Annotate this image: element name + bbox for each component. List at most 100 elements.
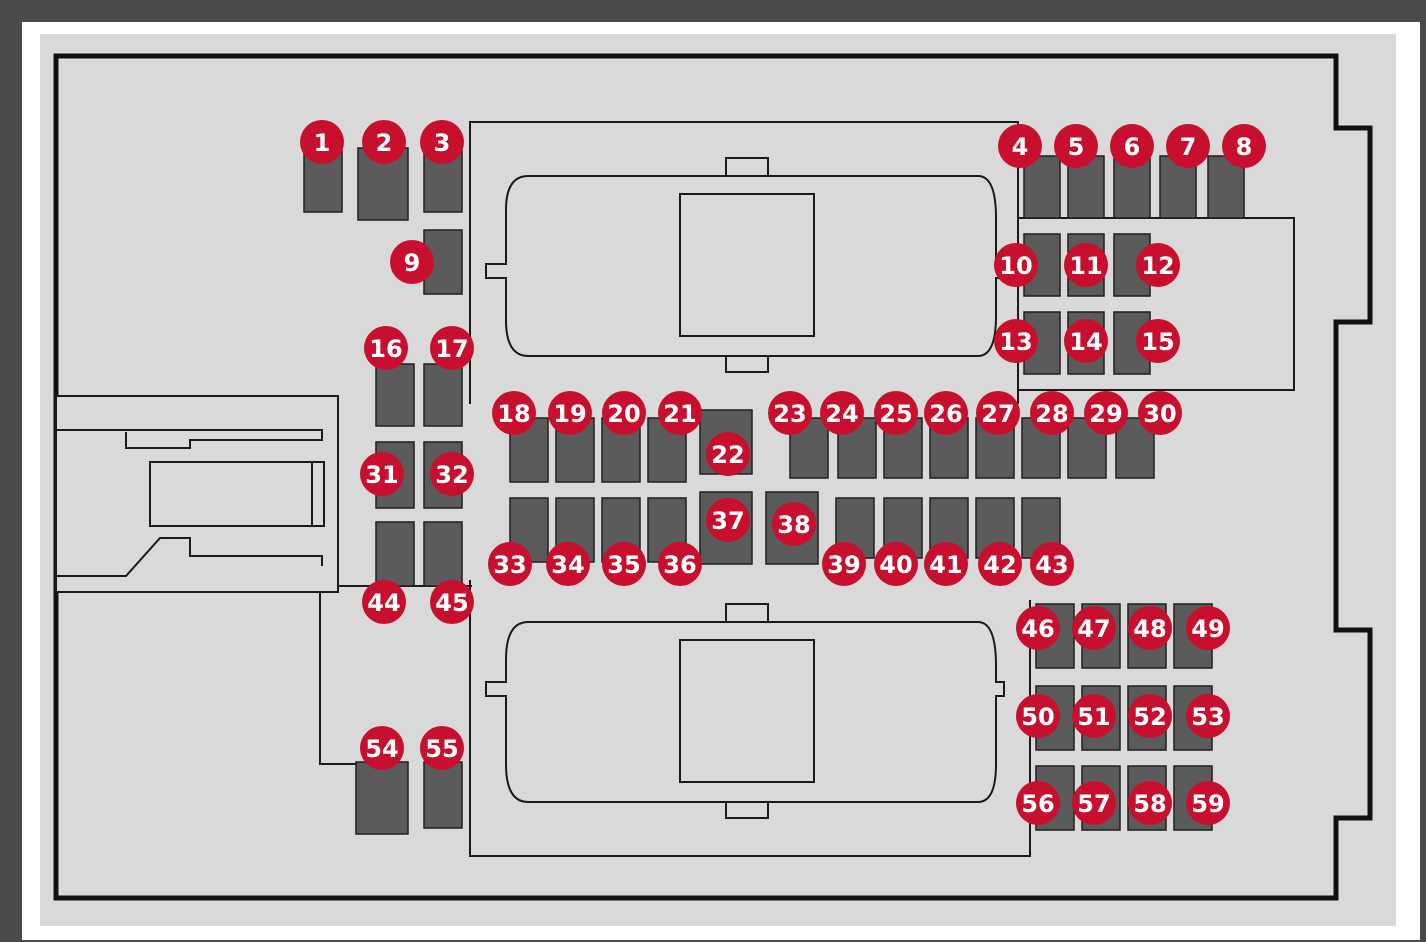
fuse-label-20: 20 [602,391,646,435]
fuse-label-25: 25 [874,391,918,435]
fuse-label-49: 49 [1186,606,1230,650]
fuse-label-19: 19 [548,391,592,435]
fuse-label-11: 11 [1064,243,1108,287]
fuse-4 [1023,155,1061,219]
fuse-label-28: 28 [1030,391,1074,435]
fuse-number: 47 [1077,615,1110,643]
fuse-number: 16 [369,335,402,363]
fuse-label-50: 50 [1016,694,1060,738]
fuse-44 [375,521,415,587]
fuse-number: 36 [663,551,696,579]
fuse-number: 1 [314,129,331,157]
fuse-label-circle [820,391,864,435]
fuse-label-circle [976,391,1020,435]
fuse-number: 35 [607,551,640,579]
fuse-label-14: 14 [1064,319,1108,363]
upper-relay-block [469,121,1019,404]
fuse-label-30: 30 [1138,391,1182,435]
fuse-16 [375,363,415,427]
fuse-number: 53 [1191,703,1224,731]
fuse-number: 18 [497,400,530,428]
fuse-label-circle [1138,391,1182,435]
left-connector [55,395,472,765]
fuse-label-37: 37 [706,498,750,542]
fuse-number: 2 [376,129,393,157]
fuse-label-circle [658,542,702,586]
fuse-label-circle [1186,606,1230,650]
fuse-number: 58 [1133,790,1166,818]
fuse-label-8: 8 [1222,124,1266,168]
fuse-label-circle [362,580,406,624]
fuse-label-6: 6 [1110,124,1154,168]
fuse-number: 40 [879,551,912,579]
fuse-number: 57 [1077,790,1110,818]
fuse-label-18: 18 [492,391,536,435]
fuse-label-41: 41 [924,542,968,586]
fuse-number: 22 [711,441,744,469]
fuse-17 [423,363,463,427]
fuse-number: 6 [1124,133,1141,161]
fuse-label-circle [658,391,702,435]
fuse-number: 20 [607,400,640,428]
fuse-label-circle [1016,694,1060,738]
fuse-number: 33 [493,551,526,579]
fuse-number: 19 [553,400,586,428]
fuse-label-36: 36 [658,542,702,586]
fuse-label-35: 35 [602,542,646,586]
fuse-label-16: 16 [364,326,408,370]
fuse-number: 28 [1035,400,1068,428]
fuse-number: 52 [1133,703,1166,731]
fuse-number: 23 [773,400,806,428]
fuse-number: 12 [1141,252,1174,280]
fuse-label-circle [1072,606,1116,650]
fuse-number: 15 [1141,328,1174,356]
fuse-label-circle [420,726,464,770]
fuse-label-circle [1064,319,1108,363]
fuse-7 [1159,155,1197,219]
fuse-label-3: 3 [420,120,464,164]
fuse-label-circle [924,391,968,435]
fuse-label-circle [706,498,750,542]
fuse-number: 7 [1180,133,1197,161]
fuse-label-31: 31 [360,452,404,496]
fuse-label-54: 54 [360,726,404,770]
fuse-label-circle [1128,694,1172,738]
fuse-label-circle [1186,694,1230,738]
fuse-label-circle [1166,124,1210,168]
fuse-label-circle [364,326,408,370]
fuse-number: 25 [879,400,912,428]
fuse-label-circle [1072,694,1116,738]
fuse-number: 4 [1012,133,1029,161]
fuse-label-24: 24 [820,391,864,435]
fuse-label-26: 26 [924,391,968,435]
fuse-label-circle [360,452,404,496]
fuse-label-56: 56 [1016,781,1060,825]
fuse-label-46: 46 [1016,606,1060,650]
fuse-label-circle [772,502,816,546]
fuse-label-39: 39 [822,542,866,586]
fuse-label-48: 48 [1128,606,1172,650]
fuse-55 [423,761,463,829]
fuse-label-2: 2 [362,120,406,164]
fuse-label-57: 57 [1072,781,1116,825]
fuse-label-circle [978,542,1022,586]
fuse-label-circle [1030,391,1074,435]
fuse-label-circle [768,391,812,435]
fuse-label-circle [874,542,918,586]
fuse-label-circle [1016,606,1060,650]
fuse-number: 49 [1191,615,1224,643]
fuse-label-circle [1222,124,1266,168]
fuse-label-59: 59 [1186,781,1230,825]
fuse-label-circle [924,542,968,586]
fuse-label-circle [548,391,592,435]
fuse-number: 13 [999,328,1032,356]
fuse-label-53: 53 [1186,694,1230,738]
fuse-label-circle [602,542,646,586]
fuse-label-27: 27 [976,391,1020,435]
fuse-label-29: 29 [1084,391,1128,435]
fuse-label-4: 4 [998,124,1042,168]
fuse-label-23: 23 [768,391,812,435]
fuse-label-34: 34 [546,542,590,586]
fuse-label-circle [1016,781,1060,825]
